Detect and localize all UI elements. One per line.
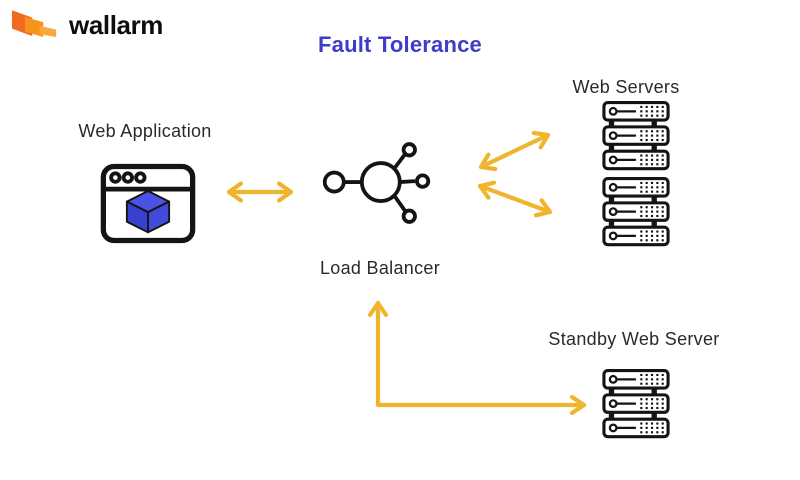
page-title: Fault Tolerance bbox=[318, 32, 482, 57]
web-servers-label: Web Servers bbox=[572, 77, 680, 97]
standby-web-server-label: Standby Web Server bbox=[548, 329, 720, 349]
load-balancer-hub-icon bbox=[322, 142, 431, 224]
browser-window-cube-icon bbox=[100, 163, 196, 244]
web-application-label: Web Application bbox=[78, 121, 212, 141]
server-rack-icon bbox=[602, 101, 670, 171]
arrow-loadbalancer-rack1 bbox=[478, 130, 551, 172]
cube-icon bbox=[125, 190, 171, 234]
arrow-loadbalancer-rack2 bbox=[477, 180, 553, 218]
brand-logo: wallarm bbox=[12, 8, 163, 42]
arrow-standby-loadbalancer-elbow bbox=[367, 300, 587, 416]
load-balancer-label: Load Balancer bbox=[320, 258, 440, 278]
server-rack-icon bbox=[602, 177, 670, 247]
brand-name: wallarm bbox=[69, 9, 164, 40]
wallarm-flag-icon bbox=[12, 10, 57, 37]
arrow-webapp-loadbalancer bbox=[226, 181, 294, 203]
server-rack-icon bbox=[602, 369, 670, 439]
